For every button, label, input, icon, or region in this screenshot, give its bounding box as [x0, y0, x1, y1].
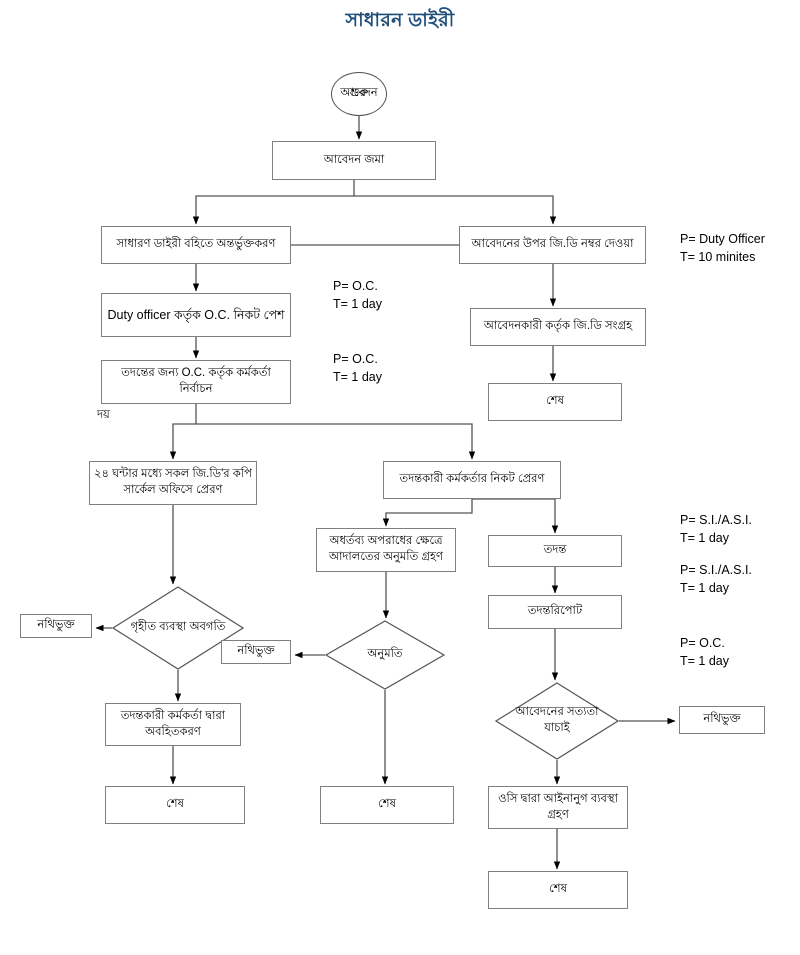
- node-start-label: শুরু: [349, 87, 369, 100]
- node-decision-action-taken[interactable]: গৃহীত ব্যবস্থা অবগতি: [112, 586, 244, 670]
- annotation-oc-1: P= O.C. T= 1 day: [333, 279, 382, 312]
- node-end-bottom[interactable]: শেষ: [488, 871, 628, 909]
- node-start-overlay-label: আবেদন: [340, 87, 378, 100]
- node-end-left[interactable]: শেষ: [105, 786, 245, 824]
- node-decision-action-taken-label: গৃহীত ব্যবস্থা অবগতি: [130, 621, 226, 634]
- diamond-shape-1: [112, 586, 244, 670]
- node-file-record-3[interactable]: নথিভুক্ত: [679, 706, 765, 734]
- node-investigation-report[interactable]: তদন্তরিপোট: [488, 595, 622, 629]
- node-inform-by-investigating-officer[interactable]: তদন্তকারী কর্মকর্তা দ্বারা অবহিতকরণ: [105, 703, 241, 746]
- node-gd-entry[interactable]: সাধারণ ডাইরী বহিতে অন্তর্ভুক্তকরণ: [101, 226, 291, 264]
- node-end-right-upper[interactable]: শেষ: [488, 383, 622, 421]
- node-decision-permission[interactable]: অনুমতি: [325, 620, 445, 690]
- stray-text-doy: দয়: [97, 409, 110, 421]
- node-court-permission[interactable]: অধর্তব্য অপরাধের ক্ষেত্রে আদালতের অনুমতি…: [316, 528, 456, 572]
- annotation-duty-officer: P= Duty Officer T= 10 minites: [680, 232, 765, 265]
- node-oc-legal-action[interactable]: ওসি দ্বারা আইনানুগ ব্যবস্থা গ্রহণ: [488, 786, 628, 829]
- annotation-oc-2: P= O.C. T= 1 day: [333, 352, 382, 385]
- node-applicant-collect-gd[interactable]: আবেদনকারী কর্তৃক জি.ডি সংগ্রহ: [470, 308, 646, 346]
- node-file-record-2[interactable]: নথিভুক্ত: [221, 640, 291, 664]
- node-oc-select-officer[interactable]: তদন্তের জন্য O.C. কর্তৃক কর্মকর্তা নির্ব…: [101, 360, 291, 404]
- node-file-record-1[interactable]: নথিভুক্ত: [20, 614, 92, 638]
- node-investigation[interactable]: তদন্ত: [488, 535, 622, 567]
- annotation-si-asi-1: P= S.I./A.S.I. T= 1 day: [680, 513, 752, 546]
- node-decision-permission-label: অনুমতি: [367, 648, 403, 661]
- node-decision-verify-application-label: আবেদনের সত্যতা যাচাই: [515, 706, 599, 734]
- node-duty-officer-to-oc[interactable]: Duty officer কর্তৃক O.C. নিকট পেশ: [101, 293, 291, 337]
- node-send-to-investigating-officer[interactable]: তদন্তকারী কর্মকর্তার নিকট প্রেরণ: [383, 461, 561, 499]
- annotation-oc-3: P= O.C. T= 1 day: [680, 636, 729, 669]
- diamond-shape-3: [495, 682, 619, 760]
- node-end-middle[interactable]: শেষ: [320, 786, 454, 824]
- node-copy-to-circle-office[interactable]: ২৪ ঘন্টার মধ্যে সকল জি.ডি'র কপি সার্কেল …: [89, 461, 257, 505]
- diamond-shape-2: [325, 620, 445, 690]
- node-submit-application[interactable]: আবেদন জমা: [272, 141, 436, 180]
- annotation-si-asi-2: P= S.I./A.S.I. T= 1 day: [680, 563, 752, 596]
- node-start[interactable]: শুরু আবেদন: [331, 72, 387, 116]
- page-title: সাধারন ডাইরী: [345, 10, 455, 31]
- node-gd-number[interactable]: আবেদনের উপর জি.ডি নম্বর দেওয়া: [459, 226, 646, 264]
- node-decision-verify-application[interactable]: আবেদনের সত্যতা যাচাই: [495, 682, 619, 760]
